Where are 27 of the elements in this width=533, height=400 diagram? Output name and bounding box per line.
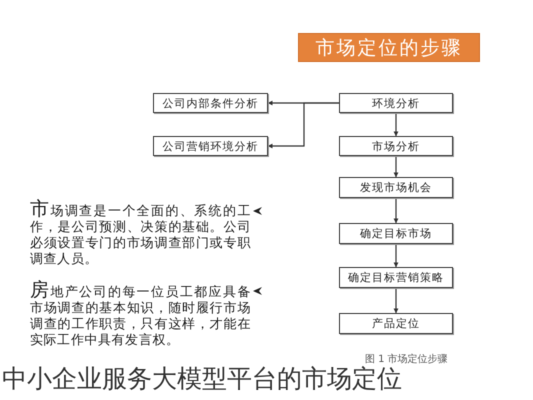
process-label: 确定目标市场: [360, 227, 432, 240]
process-box: [339, 267, 453, 288]
process-label: 市场分析: [372, 140, 420, 152]
process-box: [153, 136, 268, 156]
caption-text: 中小企业服务大模型平台的市场定位: [2, 364, 402, 394]
title-banner: 市场定位的步骤: [298, 33, 480, 62]
connector-arrow: [394, 288, 398, 314]
process-box: [339, 313, 453, 334]
connector-arrow: [394, 244, 398, 268]
process-box: [339, 136, 453, 156]
process-label: 公司营销环境分析: [162, 140, 258, 152]
connector-arrow: [394, 198, 398, 224]
figure-caption: 图 1 市场定位步骤: [365, 354, 448, 366]
process-box: [339, 223, 453, 244]
process-label: 公司内部条件分析: [162, 96, 258, 110]
process-label: 环境分析: [372, 96, 420, 110]
paragraph-text: 市场调查是一个全面的、系统的工作，是公司预测、决策的基础。公司必须设置专门的市场调查部门或专职调查人员。: [30, 201, 251, 268]
connector-arrow: [394, 156, 398, 178]
process-box: [153, 93, 268, 113]
process-label: 确定目标营销策略: [348, 271, 444, 284]
process-box: [339, 177, 453, 198]
process-label: 产品定位: [372, 317, 420, 330]
process-label: 发现市场机会: [360, 181, 432, 194]
process-box: [339, 93, 453, 113]
paragraph-text: 房地产公司的每一位员工都应具备市场调查的基本知识，随时履行市场调查的工作职责，只有这样，才能在实际工作中具有发言权。: [30, 282, 251, 349]
connector-arrow: [394, 113, 398, 136]
connector-arrow: [268, 102, 339, 148]
